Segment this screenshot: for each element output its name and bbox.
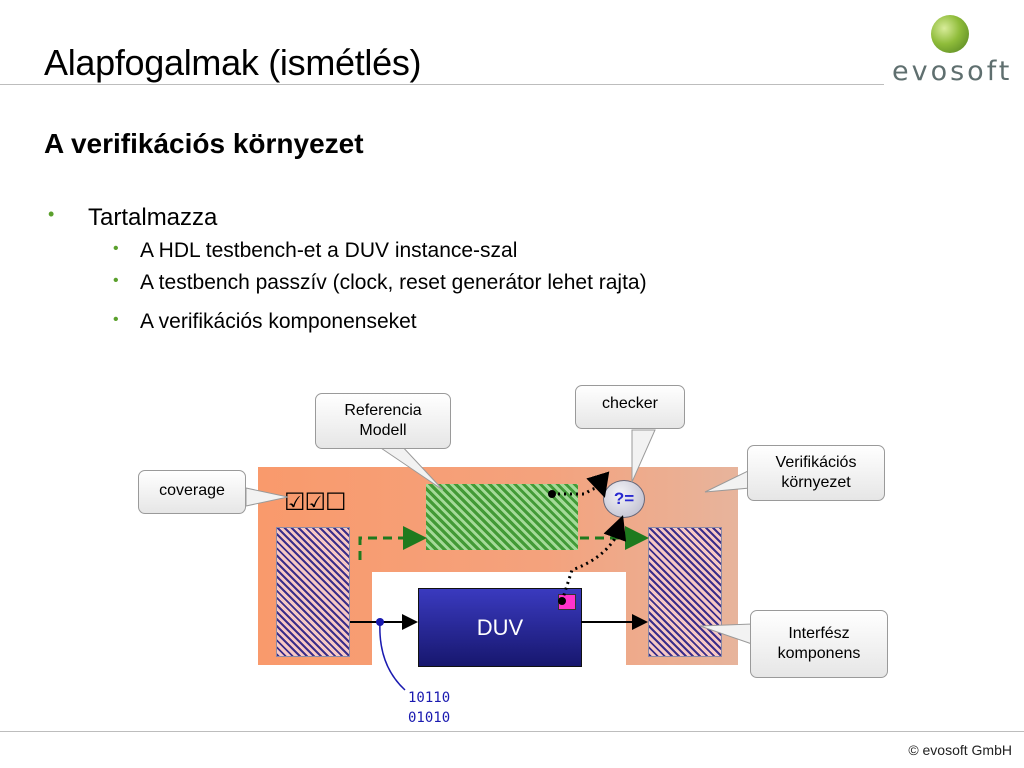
- checker-circle: ?=: [603, 480, 645, 518]
- page-title: Alapfogalmak (ismétlés): [44, 42, 422, 83]
- callout-text: komponens: [777, 645, 861, 662]
- coverage-checkboxes: ☑☑☐: [284, 488, 347, 516]
- callout-coverage: coverage: [138, 470, 246, 514]
- title-rule: [0, 84, 884, 85]
- bullet-text: A HDL testbench-et a DUV instance-szal: [140, 239, 518, 262]
- evosoft-logo-icon: [931, 15, 969, 53]
- bit-stream-line: 10110: [408, 690, 451, 706]
- callout-tail-verif: [704, 469, 751, 493]
- section-subtitle: A verifikációs környezet: [44, 128, 364, 159]
- callout-text: coverage: [159, 482, 225, 499]
- checker-symbol: ?=: [613, 489, 635, 508]
- bullet-text: A verifikációs komponenseket: [140, 310, 417, 333]
- footer-copyright: © evosoft GmbH: [908, 742, 1012, 758]
- callout-tail-coverage: [245, 487, 289, 507]
- bullet-text: Tartalmazza: [88, 204, 218, 231]
- callout-text: Referencia: [344, 402, 422, 419]
- bits-probe-line: [379, 621, 406, 691]
- bit-stream-line: 01010: [408, 710, 451, 726]
- callout-referencia-modell: Referencia Modell: [315, 393, 451, 449]
- callout-text: checker: [601, 395, 659, 412]
- callout-interfesz-komponens: Interfész komponens: [750, 610, 888, 678]
- callout-text: Verifikációs: [775, 454, 857, 471]
- duv-label: DUV: [476, 614, 524, 640]
- interface-component-left: [276, 527, 350, 657]
- callout-verifikacios-kornyezet: Verifikációs környezet: [747, 445, 885, 501]
- callout-tail-checker: [631, 429, 656, 483]
- bullet-text: A testbench passzív (clock, reset generá…: [140, 271, 647, 294]
- callout-tail-interfesz: [699, 623, 753, 645]
- callout-checker: checker: [575, 385, 685, 429]
- bullet-dot-icon: •: [113, 311, 119, 328]
- callout-text: Interfész: [788, 625, 850, 642]
- stimulus-to-reference: [358, 526, 427, 560]
- bullet-dot-icon: •: [113, 240, 119, 257]
- interface-component-right: [648, 527, 722, 657]
- callout-text: Modell: [359, 422, 407, 439]
- callout-tail-referencia: [373, 443, 444, 491]
- reference-to-checker: [552, 471, 610, 498]
- duv-probe-to-checker: [560, 515, 627, 602]
- bullet-dot-icon: •: [48, 204, 55, 224]
- footer-rule: [0, 731, 1024, 732]
- duv-block: DUV: [418, 588, 582, 667]
- logo-text: evosoft: [892, 56, 1013, 87]
- bit-stream: 10110 01010: [408, 688, 450, 728]
- callout-text: környezet: [781, 474, 851, 491]
- bullet-dot-icon: •: [113, 272, 119, 289]
